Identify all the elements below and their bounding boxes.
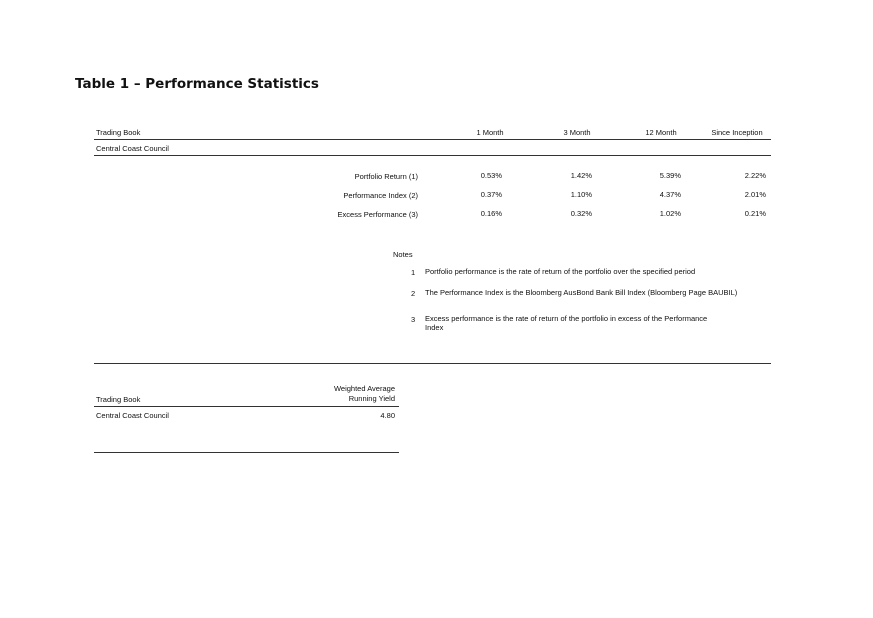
note-number: 3 [411, 315, 416, 324]
cell-value: 0.37% [480, 190, 502, 199]
note-text: Excess performance is the rate of return… [425, 314, 708, 332]
note-number: 1 [411, 268, 416, 277]
yield-value: 4.80 [380, 411, 395, 420]
bottom-rule [94, 452, 399, 453]
book-name: Central Coast Council [96, 411, 169, 420]
column-header-3-month: 3 Month [563, 128, 591, 137]
page-title: Table 1 – Performance Statistics [75, 76, 319, 92]
row-label: Performance Index (2) [343, 191, 418, 200]
cell-value: 5.39% [659, 171, 681, 180]
book-name: Central Coast Council [96, 144, 169, 153]
cell-value: 1.42% [570, 171, 592, 180]
column-header-1-month: 1 Month [476, 128, 504, 137]
cell-value: 0.32% [570, 209, 592, 218]
column-header-line2: Running Yield [348, 394, 395, 403]
row-label: Excess Performance (3) [337, 210, 418, 219]
trading-book-header: Trading Book [96, 128, 141, 137]
cell-value: 2.22% [744, 171, 766, 180]
cell-value: 1.10% [570, 190, 592, 199]
header-rule [94, 139, 771, 140]
notes-heading: Notes [393, 250, 413, 259]
section-divider [94, 363, 771, 364]
header-rule [94, 406, 399, 407]
book-rule [94, 155, 771, 156]
note-number: 2 [411, 289, 416, 298]
note-text: The Performance Index is the Bloomberg A… [425, 288, 738, 297]
cell-value: 0.16% [480, 209, 502, 218]
cell-value: 4.37% [659, 190, 681, 199]
column-header-since-inception: Since Inception [711, 128, 763, 137]
cell-value: 2.01% [744, 190, 766, 199]
column-header-12-month: 12 Month [645, 128, 677, 137]
column-header-line1: Weighted Average [333, 384, 395, 393]
cell-value: 0.21% [744, 209, 766, 218]
row-label: Portfolio Return (1) [354, 172, 418, 181]
note-text: Portfolio performance is the rate of ret… [425, 267, 696, 276]
trading-book-header: Trading Book [96, 395, 141, 404]
cell-value: 1.02% [659, 209, 681, 218]
cell-value: 0.53% [480, 171, 502, 180]
